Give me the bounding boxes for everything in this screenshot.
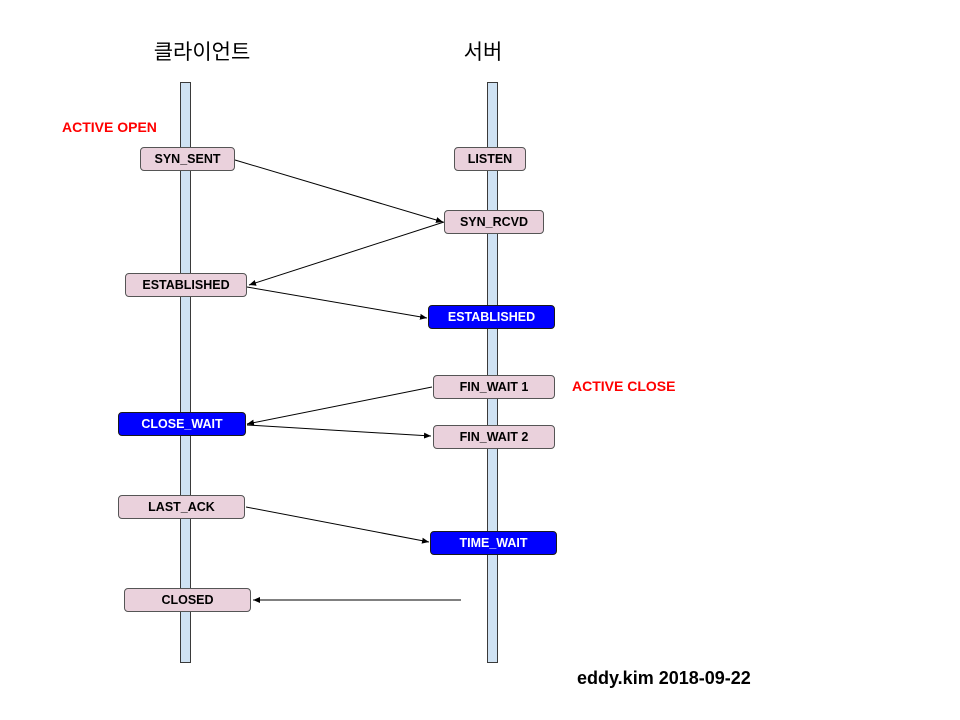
server-lifeline (487, 82, 498, 663)
arrow-fin-ack (246, 424, 432, 439)
server-state-listen: LISTEN (454, 147, 526, 171)
server-state-time-wait: TIME_WAIT (430, 531, 557, 555)
active-open-label: ACTIVE OPEN (62, 119, 157, 135)
arrow-syn (234, 159, 444, 223)
client-column-title: 클라이언트 (153, 40, 251, 64)
server-state-fin-wait-1: FIN_WAIT 1 (433, 375, 555, 399)
active-close-label: ACTIVE CLOSE (572, 378, 676, 394)
client-state-closed: CLOSED (124, 588, 251, 612)
client-state-syn-sent: SYN_SENT (140, 147, 235, 171)
server-state-syn-rcvd: SYN_RCVD (444, 210, 544, 234)
client-state-established: ESTABLISHED (125, 273, 247, 297)
arrow-fin (246, 386, 433, 426)
client-lifeline (180, 82, 191, 663)
server-state-established: ESTABLISHED (428, 305, 555, 329)
author-credit: eddy.kim 2018-09-22 (577, 668, 751, 688)
client-state-last-ack: LAST_ACK (118, 495, 245, 519)
arrow-ack (246, 286, 428, 320)
server-state-fin-wait-2: FIN_WAIT 2 (433, 425, 555, 449)
arrow-last-fin (245, 506, 430, 544)
server-column-title: 서버 (463, 40, 503, 64)
client-state-close-wait: CLOSE_WAIT (118, 412, 246, 436)
arrow-syn-ack (248, 221, 445, 286)
